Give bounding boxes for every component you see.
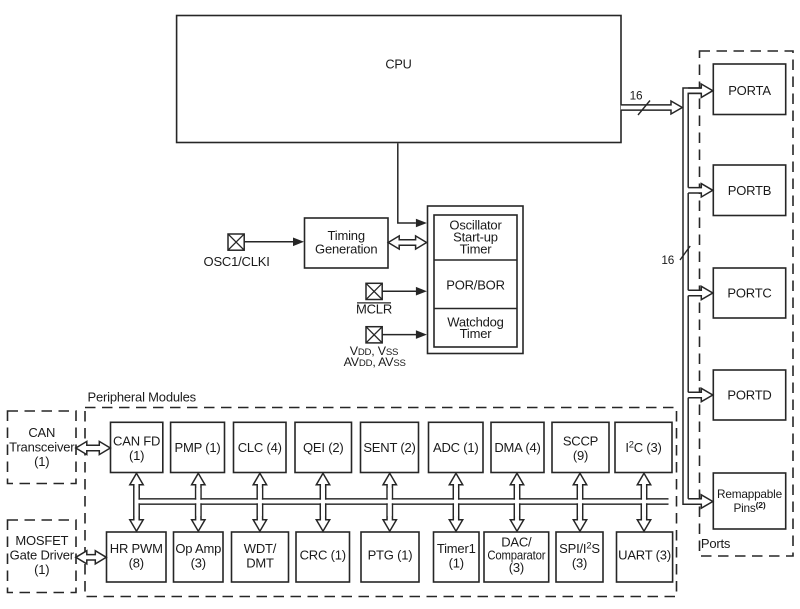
svg-text:Generation: Generation — [315, 241, 377, 256]
svg-text:Comparator: Comparator — [487, 547, 546, 562]
svg-text:HR PWM: HR PWM — [110, 541, 163, 556]
svg-text:(8): (8) — [129, 556, 144, 571]
svg-text:16: 16 — [630, 89, 643, 103]
svg-text:Timer: Timer — [460, 242, 493, 257]
svg-text:CPU: CPU — [385, 58, 411, 72]
svg-text:Oscillator: Oscillator — [449, 217, 502, 232]
svg-text:Timer: Timer — [460, 326, 493, 341]
svg-text:OSC1/CLKI: OSC1/CLKI — [204, 254, 270, 269]
svg-text:Peripheral Modules: Peripheral Modules — [88, 390, 197, 405]
svg-text:PORTD: PORTD — [727, 388, 771, 403]
svg-text:VDD, VSS: VDD, VSS — [350, 344, 399, 358]
svg-text:Op Amp: Op Amp — [175, 541, 221, 556]
svg-text:16: 16 — [661, 253, 674, 267]
svg-text:(1): (1) — [129, 448, 144, 463]
svg-text:POR/BOR: POR/BOR — [446, 277, 505, 292]
svg-text:(9): (9) — [573, 448, 588, 463]
svg-text:(3): (3) — [509, 560, 524, 575]
svg-text:AVDD, AVSS: AVDD, AVSS — [344, 355, 406, 369]
svg-text:CAN: CAN — [28, 425, 55, 440]
svg-text:UART (3): UART (3) — [618, 547, 671, 562]
svg-text:SPI/I2S: SPI/I2S — [559, 539, 600, 556]
svg-text:I2C (3): I2C (3) — [625, 439, 661, 456]
svg-text:QEI (2): QEI (2) — [303, 440, 344, 455]
svg-text:Ports: Ports — [701, 536, 731, 551]
svg-text:Timer1: Timer1 — [437, 541, 476, 556]
svg-text:CAN FD: CAN FD — [113, 433, 160, 448]
svg-text:SENT (2): SENT (2) — [363, 440, 415, 455]
svg-text:(3): (3) — [572, 556, 587, 571]
svg-text:(1): (1) — [34, 562, 49, 577]
svg-text:(1): (1) — [449, 556, 464, 571]
svg-text:SCCP: SCCP — [563, 433, 598, 448]
svg-text:CLC (4): CLC (4) — [238, 440, 282, 455]
svg-text:CRC (1): CRC (1) — [300, 547, 346, 562]
svg-text:(1): (1) — [34, 454, 49, 469]
svg-text:Watchdog: Watchdog — [447, 314, 503, 329]
svg-text:(3): (3) — [191, 556, 206, 571]
svg-text:Timing: Timing — [328, 228, 365, 243]
svg-text:Gate Driver: Gate Driver — [10, 548, 75, 563]
svg-text:DMT: DMT — [246, 556, 274, 571]
svg-text:Transceiver: Transceiver — [9, 439, 75, 454]
svg-text:Start-up: Start-up — [453, 229, 498, 244]
svg-text:DAC/: DAC/ — [501, 535, 532, 550]
svg-text:WDT/: WDT/ — [244, 541, 277, 556]
svg-text:Remappable: Remappable — [717, 487, 783, 501]
svg-text:PMP (1): PMP (1) — [175, 440, 221, 455]
svg-text:ADC (1): ADC (1) — [433, 440, 479, 455]
svg-text:DMA (4): DMA (4) — [494, 440, 540, 455]
svg-text:PORTA: PORTA — [728, 83, 771, 98]
svg-text:PTG (1): PTG (1) — [368, 547, 413, 562]
svg-text:MOSFET: MOSFET — [15, 533, 68, 548]
svg-text:PORTB: PORTB — [728, 183, 772, 198]
svg-text:MCLR: MCLR — [356, 301, 392, 316]
svg-text:PORTC: PORTC — [727, 286, 771, 301]
